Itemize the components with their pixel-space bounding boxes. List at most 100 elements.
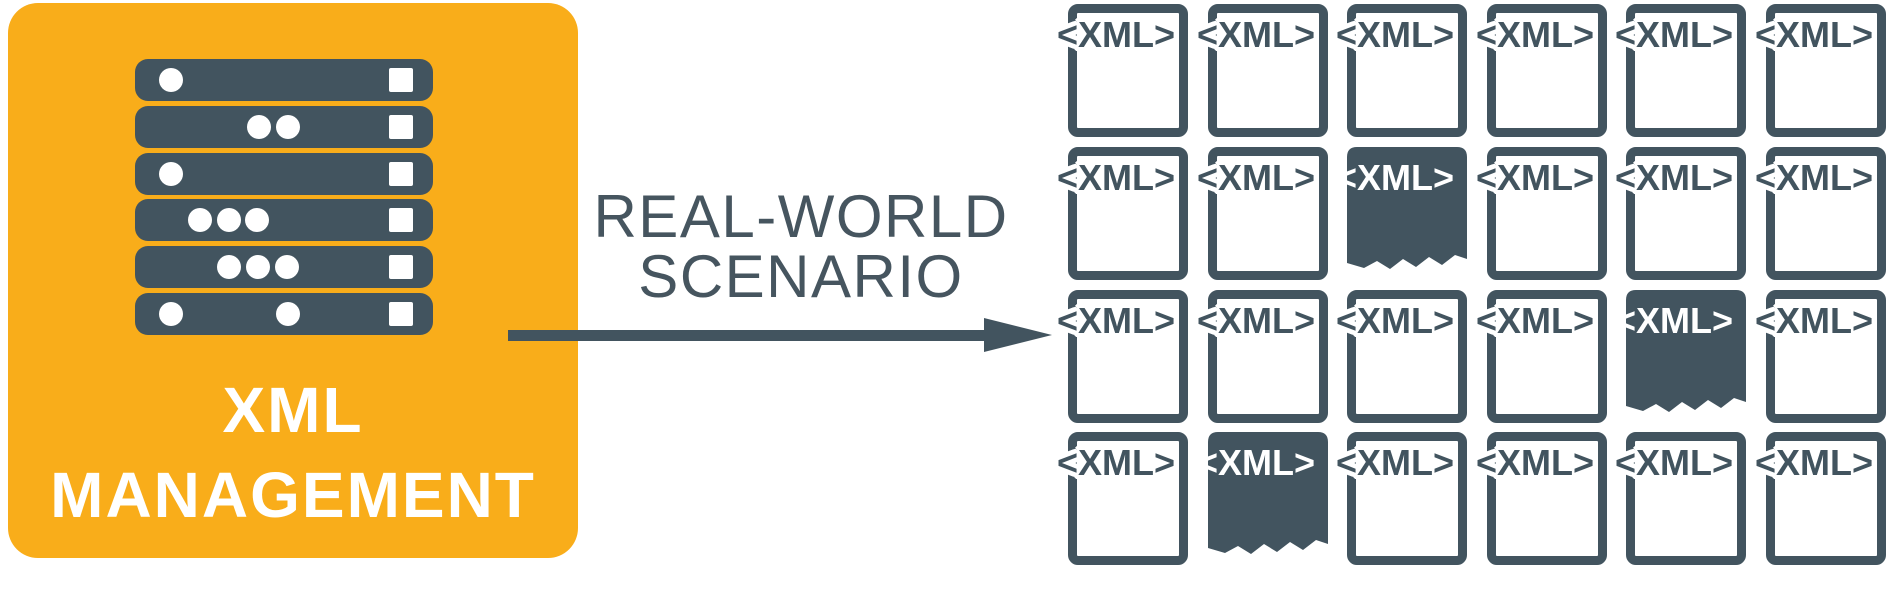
xml-document-torn: <XML>: [1611, 290, 1756, 448]
server-row: [135, 293, 433, 335]
document-page: [1208, 4, 1328, 137]
xml-document-torn: <XML>: [1332, 147, 1477, 305]
xml-document-label: <XML>: [1475, 157, 1595, 198]
xml-document-label: <XML>: [1196, 14, 1316, 55]
server-led-dot: [159, 162, 183, 186]
document-page: [1626, 432, 1746, 565]
xml-document: <XML>: [1476, 290, 1607, 423]
xml-document-label: <XML>: [1196, 442, 1316, 483]
xml-document-label: <XML>: [1056, 14, 1176, 55]
xml-document: <XML>: [1476, 432, 1607, 565]
xml-document: <XML>: [1615, 147, 1746, 280]
xml-document-label: <XML>: [1335, 442, 1455, 483]
server-led-dot: [188, 208, 212, 232]
server-row: [135, 199, 433, 241]
xml-document: <XML>: [1755, 147, 1886, 280]
document-page: [1487, 4, 1607, 137]
server-led-dot: [246, 255, 270, 279]
flow-arrow-line: [508, 330, 986, 341]
xml-document-label: <XML>: [1335, 300, 1455, 341]
xml-document-label: <XML>: [1196, 157, 1316, 198]
xml-document: <XML>: [1336, 4, 1467, 137]
document-page: [1068, 4, 1188, 137]
server-drive-square: [389, 255, 413, 279]
document-page: [1766, 290, 1886, 423]
card-title: XML MANAGEMENT: [8, 368, 578, 538]
server-drive-square: [389, 115, 413, 139]
document-page: [1626, 147, 1746, 280]
xml-document-label: <XML>: [1335, 157, 1455, 198]
document-page: [1347, 4, 1467, 137]
xml-document-label: <XML>: [1335, 14, 1455, 55]
xml-document: <XML>: [1755, 4, 1886, 137]
server-drive-square: [389, 162, 413, 186]
xml-document: <XML>: [1057, 147, 1188, 280]
document-page: [1766, 147, 1886, 280]
server-led-dot: [275, 255, 299, 279]
xml-management-card: XML MANAGEMENT: [8, 3, 578, 558]
server-row: [135, 59, 433, 101]
xml-document: <XML>: [1476, 4, 1607, 137]
xml-document-label: <XML>: [1614, 442, 1734, 483]
xml-document-label: <XML>: [1754, 14, 1874, 55]
xml-document: <XML>: [1057, 432, 1188, 565]
server-led-dot: [217, 255, 241, 279]
xml-document-label: <XML>: [1754, 300, 1874, 341]
document-page: [1068, 290, 1188, 423]
server-led-dot: [276, 115, 300, 139]
server-led-dot: [276, 302, 300, 326]
server-led-dot: [247, 115, 271, 139]
document-page: [1208, 147, 1328, 280]
document-page: [1487, 432, 1607, 565]
scenario-caption: REAL-WORLD SCENARIO: [551, 187, 1051, 307]
document-page: [1208, 290, 1328, 423]
xml-document-label: <XML>: [1754, 442, 1874, 483]
document-page: [1487, 147, 1607, 280]
xml-document-label: <XML>: [1614, 14, 1734, 55]
xml-document: <XML>: [1476, 147, 1607, 280]
xml-document: <XML>: [1057, 290, 1188, 423]
server-row: [135, 106, 433, 148]
document-page: [1766, 432, 1886, 565]
xml-document-label: <XML>: [1754, 157, 1874, 198]
xml-document: <XML>: [1615, 4, 1746, 137]
xml-document: <XML>: [1755, 290, 1886, 423]
server-drive-square: [389, 302, 413, 326]
document-page: [1068, 432, 1188, 565]
xml-document: <XML>: [1615, 432, 1746, 565]
xml-document-label: <XML>: [1475, 14, 1595, 55]
server-led-dot: [159, 68, 183, 92]
flow-arrow-head-icon: [984, 318, 1052, 352]
server-row: [135, 246, 433, 288]
scenario-caption-line2: SCENARIO: [638, 243, 964, 310]
document-page: [1347, 432, 1467, 565]
xml-documents-grid: <XML> <XML> <XML> <XML> <XML> <XML> <XML> <XML>…: [1056, 4, 1886, 565]
xml-document-label: <XML>: [1614, 157, 1734, 198]
document-page: [1068, 147, 1188, 280]
document-page: [1626, 4, 1746, 137]
server-led-dot: [159, 302, 183, 326]
card-title-line2: MANAGEMENT: [50, 459, 536, 531]
xml-document-label: <XML>: [1056, 442, 1176, 483]
xml-document: <XML>: [1755, 432, 1886, 565]
xml-document: <XML>: [1057, 4, 1188, 137]
xml-document-label: <XML>: [1475, 442, 1595, 483]
server-stack-icon: [135, 59, 433, 377]
server-drive-square: [389, 68, 413, 92]
document-page: [1487, 290, 1607, 423]
xml-document: <XML>: [1336, 290, 1467, 423]
xml-document: <XML>: [1197, 147, 1328, 280]
server-row: [135, 153, 433, 195]
xml-document: <XML>: [1336, 432, 1467, 565]
xml-document-label: <XML>: [1475, 300, 1595, 341]
xml-document-label: <XML>: [1614, 300, 1734, 341]
server-led-dot: [245, 208, 269, 232]
scenario-caption-line1: REAL-WORLD: [593, 183, 1009, 250]
server-led-dot: [217, 208, 241, 232]
document-page: [1347, 290, 1467, 423]
document-page: [1766, 4, 1886, 137]
card-title-line1: XML: [222, 374, 364, 446]
xml-document: <XML>: [1197, 290, 1328, 423]
xml-document-label: <XML>: [1056, 157, 1176, 198]
xml-document-label: <XML>: [1056, 300, 1176, 341]
